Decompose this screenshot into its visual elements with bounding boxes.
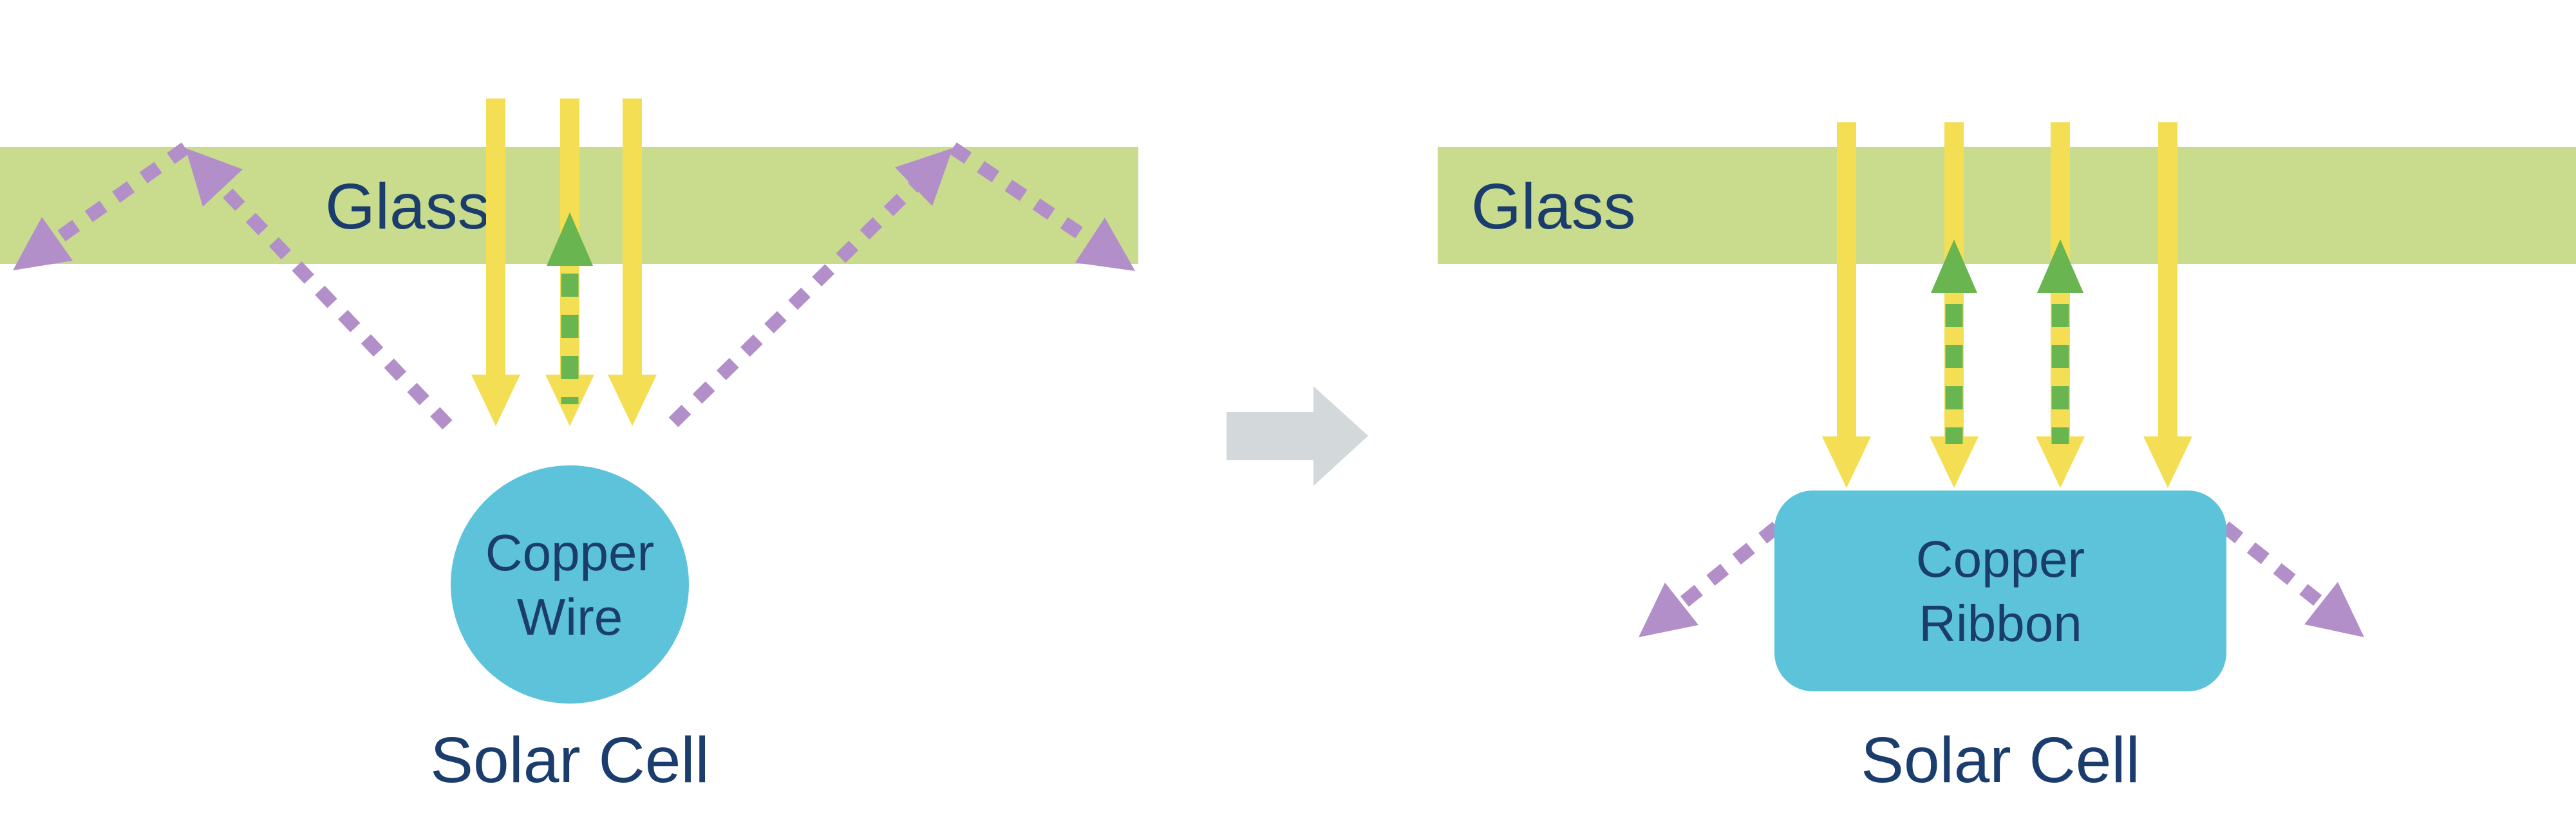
reflected-ray-arrowhead	[1075, 218, 1135, 271]
copper-ribbon-rect	[1774, 490, 2226, 691]
sunlight-arrowhead	[471, 375, 520, 426]
reflected-ray-left	[1639, 500, 1807, 637]
sunlight-arrowhead	[1930, 436, 1979, 488]
reflected-ray-arrowhead	[185, 148, 243, 207]
reflected-ray-segment	[2194, 500, 2326, 609]
reflected-ray-left	[13, 142, 453, 430]
sunlight-arrowhead	[2143, 436, 2192, 488]
sunlight-arrowhead	[1822, 436, 1871, 488]
solar-cell-caption: Solar Cell	[1861, 724, 2140, 796]
right-panel: Glass Coppe	[1438, 122, 2576, 796]
returned-light-arrowhead	[2037, 239, 2083, 293]
copper-wire-circle	[451, 465, 689, 704]
reflected-ray-right	[668, 142, 1135, 427]
copper-wire-label-line1: Copper	[485, 524, 654, 581]
glass-label: Glass	[1471, 171, 1636, 243]
reflected-ray-segment	[218, 183, 453, 430]
reflected-ray-segment	[668, 182, 919, 427]
returned-light-arrow	[547, 212, 593, 404]
reflected-ray-arrowhead	[13, 217, 73, 270]
left-panel: Glass Copper Wire Solar Cell	[0, 98, 1138, 796]
copper-ribbon-label-line2: Ribbon	[1919, 595, 2082, 652]
reflected-ray-segment	[53, 142, 190, 245]
copper-wire-label-line2: Wire	[517, 588, 623, 646]
returned-light-arrowhead	[1931, 239, 1977, 293]
copper-ribbon-label-line1: Copper	[1916, 530, 2085, 588]
glass-layer	[1438, 147, 2576, 264]
reflected-ray-arrowhead	[895, 148, 953, 206]
sunlight-arrowhead	[2036, 436, 2085, 488]
reflected-ray-arrowhead	[1639, 583, 1698, 637]
reflected-ray-arrowhead	[2304, 582, 2364, 637]
transition-arrow-icon	[1227, 386, 1368, 486]
sunlight-arrowhead	[608, 375, 657, 426]
reflected-ray-segment	[1677, 500, 1807, 610]
returned-light-arrowhead	[547, 212, 593, 266]
solar-cell-caption: Solar Cell	[430, 724, 710, 796]
reflected-ray-right	[2194, 500, 2364, 637]
reflected-ray-segment	[949, 142, 1094, 246]
returned-light-arrows	[1931, 239, 2083, 444]
glass-label: Glass	[325, 171, 490, 243]
